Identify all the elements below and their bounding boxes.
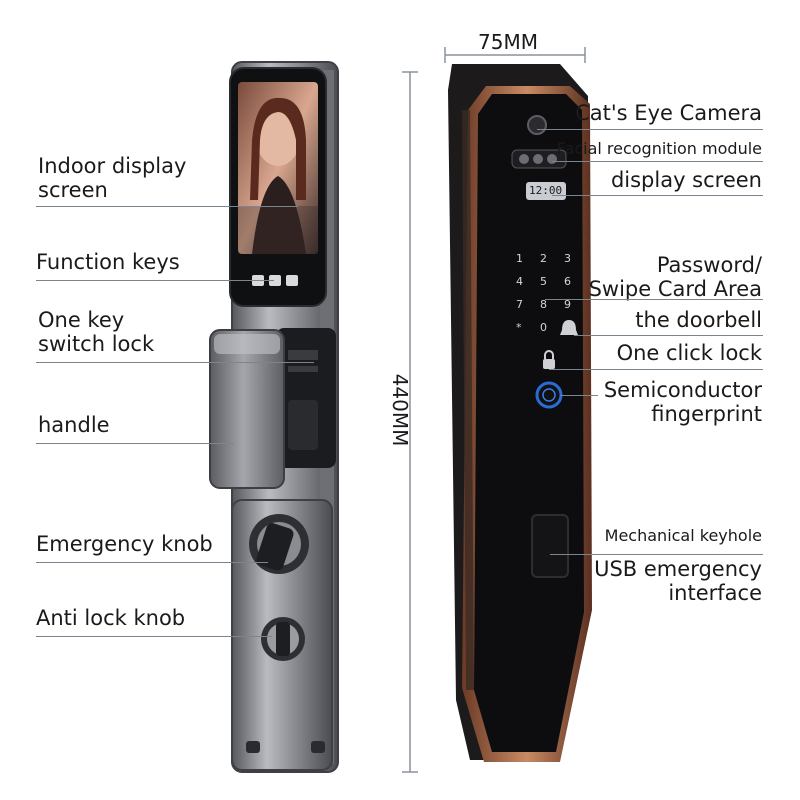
label-fingerprint: Semiconductor fingerprint bbox=[603, 378, 762, 426]
leader-line bbox=[574, 335, 763, 336]
label-password-area: Password/ Swipe Card Area bbox=[588, 253, 762, 301]
keypad-key: 1 bbox=[516, 252, 523, 265]
keypad: 1 2 3 4 5 6 7 8 9 * 0 bbox=[516, 252, 580, 334]
label-emergency-knob: Emergency knob bbox=[36, 532, 213, 556]
height-label: 440MM bbox=[388, 373, 412, 447]
label-one-click-lock: One click lock bbox=[616, 341, 762, 365]
indoor-display-screen bbox=[229, 67, 327, 307]
label-facial-module: Facial recognition module bbox=[556, 139, 762, 158]
leader-line bbox=[36, 206, 298, 207]
leader-line bbox=[36, 443, 234, 444]
label-handle: handle bbox=[38, 413, 110, 437]
leader-line bbox=[549, 369, 763, 370]
keypad-key: 5 bbox=[540, 275, 547, 288]
switch-lock-housing bbox=[276, 328, 336, 468]
mechanical-keyhole bbox=[531, 514, 569, 578]
keypad-key: 4 bbox=[516, 275, 523, 288]
width-label: 75MM bbox=[478, 30, 538, 54]
leader-line bbox=[552, 195, 763, 196]
label-display-screen: display screen bbox=[610, 168, 762, 192]
label-one-key-switch: One key switch lock bbox=[38, 308, 155, 356]
keypad-key: 7 bbox=[516, 298, 523, 311]
height-dimension-line bbox=[402, 71, 418, 773]
keypad-key: 3 bbox=[564, 252, 571, 265]
leader-line bbox=[36, 280, 274, 281]
keypad-key: * bbox=[516, 321, 522, 334]
leader-line bbox=[552, 161, 763, 162]
keypad-key: 8 bbox=[540, 298, 547, 311]
leader-line bbox=[36, 562, 268, 563]
leader-line bbox=[550, 554, 763, 555]
leader-line bbox=[36, 636, 272, 637]
handle bbox=[209, 329, 285, 489]
doorbell-icon bbox=[560, 320, 578, 335]
keypad-key: 6 bbox=[564, 275, 571, 288]
width-dimension-line bbox=[444, 47, 586, 63]
keypad-key bbox=[564, 321, 588, 334]
cats-eye-camera bbox=[527, 115, 547, 135]
keypad-key: 2 bbox=[540, 252, 547, 265]
label-cats-eye-camera: Cat's Eye Camera bbox=[575, 101, 762, 125]
label-usb-interface: USB emergency interface bbox=[594, 557, 762, 605]
keypad-key: 0 bbox=[540, 321, 547, 334]
label-function-keys: Function keys bbox=[36, 250, 180, 274]
keypad-key: 9 bbox=[564, 298, 571, 311]
leader-line bbox=[560, 395, 598, 396]
leader-line bbox=[36, 362, 314, 363]
function-keys bbox=[252, 275, 298, 286]
lock-icon bbox=[543, 350, 555, 369]
front-screen-time: 12:00 bbox=[529, 184, 563, 197]
lower-plate bbox=[231, 499, 333, 771]
facial-recognition-module bbox=[511, 149, 567, 169]
leader-line bbox=[545, 299, 763, 300]
label-mechanical-keyhole: Mechanical keyhole bbox=[604, 526, 762, 545]
leader-line bbox=[537, 129, 763, 130]
label-doorbell: the doorbell bbox=[635, 308, 762, 332]
label-anti-lock-knob: Anti lock knob bbox=[36, 606, 186, 630]
outdoor-lock-body bbox=[448, 64, 592, 762]
fingerprint-sensor bbox=[535, 381, 563, 409]
label-indoor-display: Indoor display screen bbox=[38, 154, 187, 202]
